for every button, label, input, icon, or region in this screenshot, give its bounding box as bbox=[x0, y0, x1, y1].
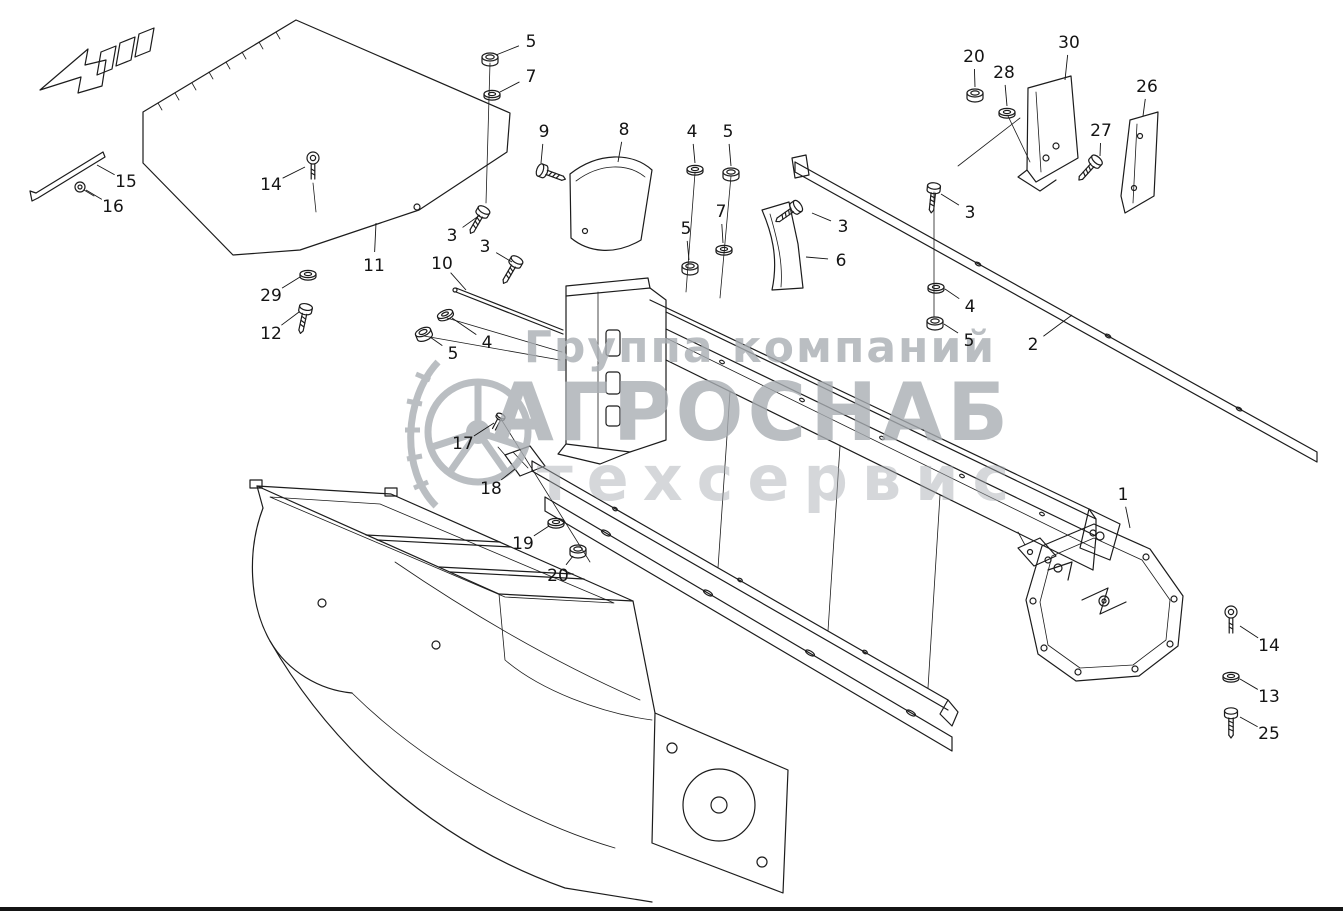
leader-line bbox=[499, 81, 520, 93]
rod-and-pin bbox=[29, 151, 106, 202]
leader-line bbox=[1239, 678, 1259, 690]
right-brackets bbox=[957, 75, 1159, 214]
housing bbox=[249, 479, 789, 903]
leader-line bbox=[1064, 54, 1069, 81]
leader-line bbox=[462, 214, 481, 228]
part-callout-15: 15 bbox=[115, 172, 137, 192]
bottom-edge-bar bbox=[0, 907, 1343, 911]
main-beam bbox=[649, 299, 1121, 689]
leader-line bbox=[374, 222, 377, 253]
part-callout-3: 3 bbox=[447, 226, 458, 246]
leader-line bbox=[721, 223, 724, 244]
part-callout-2: 2 bbox=[1028, 335, 1039, 355]
part-callout-4: 4 bbox=[965, 297, 976, 317]
part-callout-27: 27 bbox=[1090, 121, 1112, 141]
leader-line bbox=[973, 68, 976, 88]
part-callout-14: 14 bbox=[1258, 636, 1280, 656]
direction-arrow-icon bbox=[39, 27, 155, 94]
leader-line bbox=[495, 45, 520, 56]
part-callout-3: 3 bbox=[838, 217, 849, 237]
leader-line bbox=[281, 276, 301, 289]
part-callout-5: 5 bbox=[723, 122, 734, 142]
part-callout-26: 26 bbox=[1136, 77, 1158, 97]
part-callout-6: 6 bbox=[836, 251, 847, 271]
leader-line bbox=[1043, 314, 1073, 337]
part-callout-12: 12 bbox=[260, 324, 282, 344]
part-callout-25: 25 bbox=[1258, 724, 1280, 744]
leader-line bbox=[96, 164, 115, 176]
leader-line bbox=[565, 555, 574, 566]
part-callout-5: 5 bbox=[681, 219, 692, 239]
watermark-line1: Группа компаний bbox=[524, 322, 996, 373]
part-callout-3: 3 bbox=[480, 237, 491, 257]
leader-line bbox=[495, 252, 513, 263]
leader-line bbox=[85, 189, 103, 200]
cover-panel bbox=[142, 19, 511, 256]
leader-line bbox=[1125, 506, 1131, 529]
part-callout-7: 7 bbox=[716, 202, 727, 222]
leader-line bbox=[540, 143, 544, 164]
part-callout-4: 4 bbox=[482, 333, 493, 353]
leader-line bbox=[805, 256, 829, 260]
leader-line bbox=[282, 166, 306, 179]
leader-line bbox=[429, 336, 443, 346]
leader-line bbox=[281, 311, 300, 326]
leader-line bbox=[1239, 625, 1259, 639]
leader-line bbox=[944, 288, 960, 300]
leader-line bbox=[450, 272, 467, 291]
part-callout-30: 30 bbox=[1058, 33, 1080, 53]
part-callout-7: 7 bbox=[526, 67, 537, 87]
part-callout-29: 29 bbox=[260, 286, 282, 306]
part-callout-1: 1 bbox=[1118, 485, 1129, 505]
leader-line bbox=[940, 193, 960, 206]
part-callout-17: 17 bbox=[452, 434, 474, 454]
beam-left-bracket bbox=[557, 277, 667, 465]
adjusting-rod bbox=[452, 287, 564, 335]
part-callout-10: 10 bbox=[431, 254, 453, 274]
watermark-line3: техсервис bbox=[537, 442, 1024, 515]
watermark-logo-icon bbox=[405, 359, 532, 509]
part-callout-28: 28 bbox=[993, 63, 1015, 83]
part-callout-3: 3 bbox=[965, 203, 976, 223]
part-callout-13: 13 bbox=[1258, 687, 1280, 707]
part-callout-16: 16 bbox=[102, 197, 124, 217]
leader-line bbox=[473, 422, 495, 437]
leader-line bbox=[728, 143, 732, 167]
part-callout-5: 5 bbox=[964, 331, 975, 351]
part-callout-5: 5 bbox=[526, 32, 537, 52]
long-strip bbox=[791, 154, 1318, 463]
leader-line bbox=[617, 141, 623, 163]
part-callout-9: 9 bbox=[539, 122, 550, 142]
leader-line bbox=[686, 240, 690, 261]
leader-line bbox=[943, 323, 959, 334]
part-callout-18: 18 bbox=[480, 479, 502, 499]
part-callout-4: 4 bbox=[687, 122, 698, 142]
leader-line bbox=[1099, 142, 1101, 157]
leader-line bbox=[692, 143, 696, 164]
leader-line bbox=[533, 525, 550, 537]
part-callout-20: 20 bbox=[547, 566, 569, 586]
leader-line bbox=[811, 212, 832, 222]
skid-bars bbox=[531, 460, 959, 752]
part-callout-5: 5 bbox=[448, 344, 459, 364]
leader-line bbox=[1142, 98, 1146, 117]
part-callout-11: 11 bbox=[363, 256, 385, 276]
part-callout-20: 20 bbox=[963, 47, 985, 67]
watermark-line2: АГРОСНАБ bbox=[492, 366, 1012, 459]
leader-line bbox=[1004, 84, 1008, 107]
watermark: Группа компаний АГРОСНАБ техсервис bbox=[405, 322, 1024, 515]
part-callout-8: 8 bbox=[619, 120, 630, 140]
part-callout-14: 14 bbox=[260, 175, 282, 195]
end-plate bbox=[1017, 523, 1184, 682]
leader-line bbox=[1239, 716, 1258, 728]
leader-line bbox=[500, 468, 516, 481]
assembly-axis-lines bbox=[312, 62, 1031, 563]
leader-line bbox=[451, 317, 477, 336]
curved-plate bbox=[569, 156, 653, 251]
part-callout-19: 19 bbox=[512, 534, 534, 554]
wear-bracket bbox=[761, 201, 804, 291]
